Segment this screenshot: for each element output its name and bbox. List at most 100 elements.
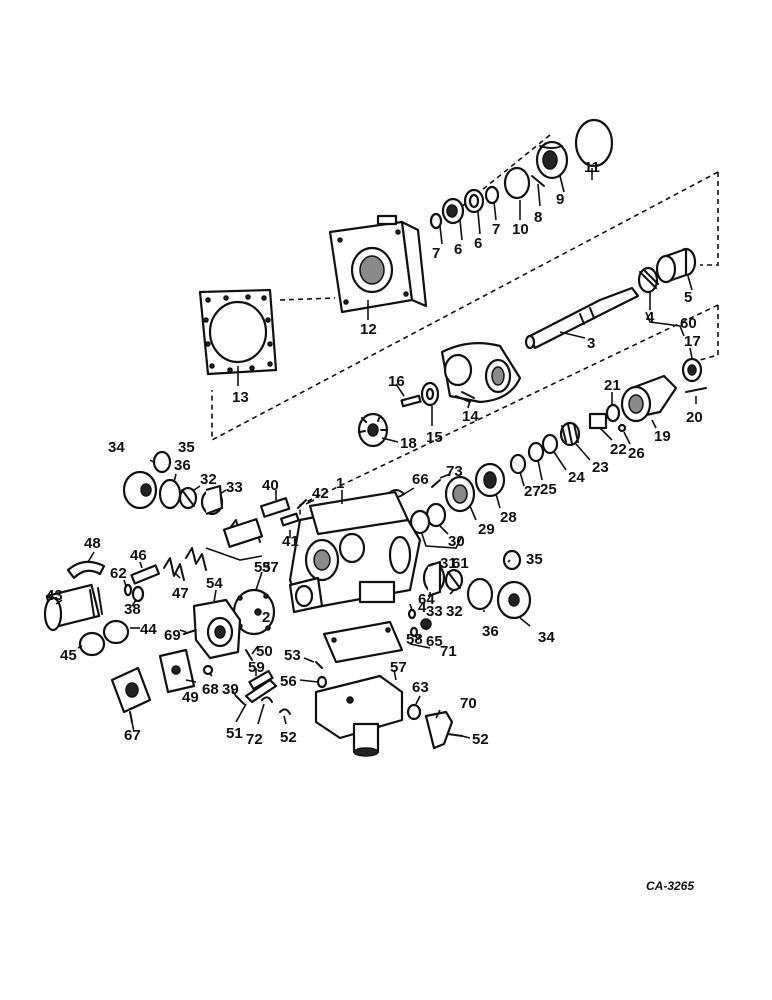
part-32-bearing-cone-left [178, 486, 198, 510]
part-label-29: 29 [478, 521, 495, 538]
part-72-clip [261, 696, 273, 703]
part-label-35b: 35 [526, 551, 543, 568]
part-label-58: 58 [406, 631, 423, 648]
part-3-pinion-shaft [524, 286, 640, 350]
part-63-ball [406, 703, 422, 721]
part-label-61: 61 [452, 555, 469, 572]
part-label-8: 8 [534, 209, 542, 226]
part-20-pin [685, 387, 707, 393]
part-6-ring-right [463, 188, 485, 214]
part-label-9: 9 [556, 191, 564, 208]
part-69-bolt [183, 629, 197, 635]
part-64-plug [407, 608, 417, 620]
part-label-71: 71 [440, 643, 457, 660]
part-label-53: 53 [284, 647, 301, 664]
part-58-pin [409, 626, 419, 638]
part-label-1: 1 [336, 475, 344, 492]
part-5-bearing-cup [655, 247, 697, 284]
part-51-link [244, 678, 278, 704]
part-7-ring-right [484, 185, 500, 205]
part-8-snap-ring [531, 175, 545, 187]
part-label-52b: 52 [472, 731, 489, 748]
part-label-44: 44 [140, 621, 157, 638]
part-14-differential-carrier [440, 341, 522, 404]
part-11-large-o-ring [574, 118, 614, 168]
part-label-24: 24 [568, 469, 585, 486]
part-label-32b: 32 [446, 603, 463, 620]
part-7-ring-left [429, 212, 443, 230]
part-43-cylinder [43, 583, 103, 632]
part-label-20: 20 [686, 409, 703, 426]
part-label-54: 54 [206, 575, 223, 592]
part-label-43: 43 [46, 587, 63, 604]
part-22-spacer [588, 412, 608, 430]
part-36-shim-right [466, 577, 494, 611]
part-40-valve [259, 497, 291, 518]
part-label-28: 28 [500, 509, 517, 526]
part-38-ring [131, 585, 145, 603]
part-57-valve-body [314, 674, 404, 757]
part-label-26: 26 [628, 445, 645, 462]
part-61-bearing-cone [444, 568, 464, 592]
part-26-snap-ring [617, 423, 627, 433]
part-label-38: 38 [124, 601, 141, 618]
part-41-plug [280, 512, 300, 527]
part-34-cover-right [496, 580, 532, 620]
part-28-bearing [474, 462, 506, 498]
part-label-49: 49 [182, 689, 199, 706]
part-24-washer [541, 433, 559, 455]
part-label-36b: 36 [482, 623, 499, 640]
part-label-72: 72 [246, 731, 263, 748]
part-label-66: 66 [412, 471, 429, 488]
part-label-45: 45 [60, 647, 77, 664]
part-label-2: 2 [262, 609, 270, 626]
part-label-51: 51 [226, 725, 243, 742]
part-label-31: 31 [440, 555, 457, 572]
part-label-34b: 34 [538, 629, 555, 646]
part-label-3: 3 [587, 335, 595, 352]
part-36-shim-left [158, 478, 182, 510]
part-19-bearing-housing [620, 374, 678, 423]
part-label-15: 15 [426, 429, 443, 446]
part-label-57: 57 [390, 659, 407, 676]
part-label-36a: 36 [174, 457, 191, 474]
part-label-46: 46 [130, 547, 147, 564]
part-12-housing-cover [328, 214, 428, 314]
part-4-bearing-cone [637, 266, 659, 294]
part-label-17: 17 [684, 333, 701, 350]
part-73-pin [431, 479, 441, 488]
part-label-67: 67 [124, 727, 141, 744]
part-21-washer [605, 403, 621, 423]
part-label-69: 69 [164, 627, 181, 644]
part-35-o-ring-left [152, 450, 172, 474]
part-45-ring [78, 631, 106, 657]
part-label-11: 11 [584, 159, 600, 176]
part-label-52a: 52 [280, 729, 297, 746]
part-25-ring [527, 441, 545, 463]
part-52-clip-right [447, 733, 463, 737]
part-46-piston [130, 564, 161, 585]
part-label-13: 13 [232, 389, 249, 406]
part-71-gasket [322, 620, 404, 664]
part-62-ring [123, 583, 133, 597]
part-label-22: 22 [610, 441, 627, 458]
part-10-o-ring [503, 166, 531, 200]
part-label-33b: 33 [426, 603, 443, 620]
part-27-ring [509, 453, 527, 475]
part-label-6b: 6 [474, 235, 482, 252]
drawing-code: CA-3265 [646, 879, 694, 893]
part-18-side-gear [357, 412, 389, 448]
part-label-59: 59 [248, 659, 265, 676]
part-label-14: 14 [462, 408, 479, 425]
part-13-gasket [198, 288, 278, 376]
part-54-pump-body [192, 598, 242, 660]
part-52-clip-left [279, 708, 291, 715]
part-label-19: 19 [654, 428, 671, 445]
part-label-56: 56 [280, 673, 297, 690]
part-23-gear [559, 421, 581, 447]
part-label-35a: 35 [178, 439, 195, 456]
part-34-cover-left [122, 470, 158, 510]
part-label-34a: 34 [108, 439, 125, 456]
